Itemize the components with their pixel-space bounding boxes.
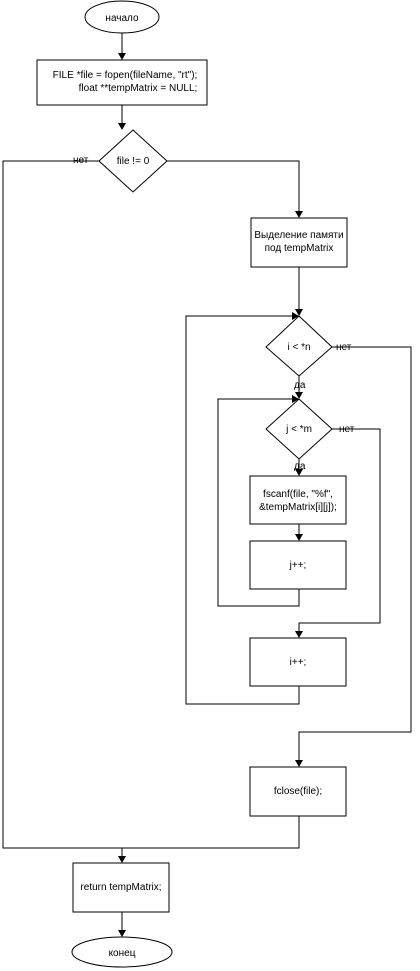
edge-fclose-merge (122, 816, 300, 849)
arrowhead (292, 395, 299, 403)
cond-file-no-label: нет (73, 155, 89, 166)
cond-j-decision (265, 398, 333, 460)
return-label: return tempMatrix; (80, 882, 161, 893)
start-label: начало (105, 13, 139, 24)
fscanf-node: fscanf(file, "%f", &tempMatrix[i][j]); (249, 475, 347, 525)
edge-condj-no (298, 428, 381, 632)
end-node: конец (71, 936, 173, 968)
cond-j-no-label: нет (339, 424, 355, 435)
cond-j-label: j < *m (285, 424, 312, 435)
return-node: return tempMatrix; (72, 862, 170, 913)
arrowhead (118, 123, 126, 130)
fscanf-line-1: fscanf(file, "%f", (263, 489, 333, 500)
alloc-line-2: под tempMatrix (265, 243, 334, 254)
fclose-process (249, 766, 347, 817)
end-label: конец (109, 948, 136, 959)
fscanf-process (249, 475, 347, 525)
cond-i-yes-label: да (294, 380, 306, 391)
init-line-1: FILE *file = fopen(fileName, "rt"); (53, 70, 198, 81)
arrowhead (295, 760, 303, 767)
arrowhead (295, 631, 303, 638)
arrowhead (292, 312, 299, 320)
fclose-label: fclose(file); (274, 786, 322, 797)
return-process (72, 862, 170, 913)
init-line-2: float **tempMatrix = NULL; (79, 83, 198, 94)
edge-condfile-alloc (167, 160, 300, 212)
inc-i-label: i++; (290, 657, 307, 668)
arrowhead (118, 930, 126, 937)
arrowhead (295, 534, 303, 541)
arrowhead (118, 53, 126, 60)
cond-file-decision (98, 129, 168, 193)
cond-i-label: i < *n (287, 342, 310, 353)
cond-j-node: j < *m нет да (265, 398, 355, 472)
end-terminator (71, 936, 173, 968)
cond-i-decision (265, 315, 333, 377)
inc-i-node: i++; (249, 637, 347, 687)
connectors (2, 33, 412, 937)
inc-i-process (249, 637, 347, 687)
arrowhead (295, 309, 303, 316)
arrowhead (118, 856, 126, 863)
edge-inci-loop (185, 315, 300, 705)
arrowhead (295, 469, 303, 476)
inc-j-label: j++; (289, 560, 307, 571)
fclose-node: fclose(file); (249, 766, 347, 817)
alloc-process (250, 217, 348, 268)
inc-j-node: j++; (249, 540, 347, 590)
cond-file-node: file != 0 нет (73, 129, 168, 193)
alloc-node: Выделение памяти под tempMatrix (250, 217, 348, 268)
cond-j-yes-label: да (294, 461, 306, 472)
edge-condfile-no (2, 160, 123, 857)
cond-i-no-label: нет (336, 342, 352, 353)
start-terminator (84, 0, 160, 34)
inc-j-process (249, 540, 347, 590)
edge-condi-no (298, 346, 412, 761)
init-node: FILE *file = fopen(fileName, "rt"); floa… (36, 59, 208, 106)
alloc-line-1: Выделение памяти (254, 230, 343, 241)
fscanf-line-2: &tempMatrix[i][j]); (259, 502, 337, 513)
arrowhead (295, 392, 303, 399)
edge-incj-loop (217, 398, 300, 607)
cond-i-node: i < *n нет да (265, 315, 352, 391)
init-process (36, 59, 208, 106)
cond-file-label: file != 0 (117, 156, 150, 167)
start-node: начало (84, 0, 160, 34)
arrowhead (295, 211, 303, 218)
